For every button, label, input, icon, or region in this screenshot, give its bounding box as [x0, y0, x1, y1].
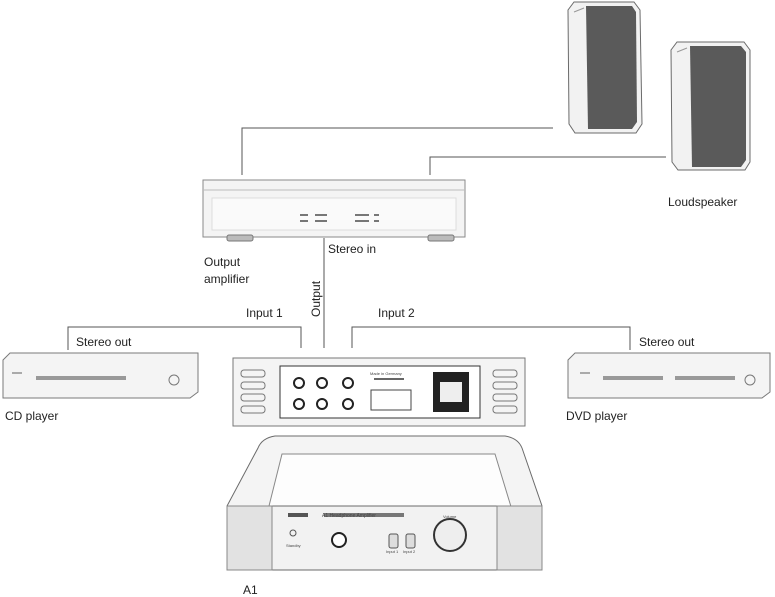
line-amp-to-speaker-2	[429, 156, 666, 175]
dvd-player-label: DVD player	[566, 409, 628, 423]
loudspeaker-icon	[670, 41, 751, 171]
cd-player-icon	[2, 352, 199, 399]
output-label: Output	[309, 280, 323, 317]
a1-title-text: A1 Headphone Amplifier	[322, 513, 376, 519]
input1-label: Input 1	[246, 306, 283, 320]
a1-rear-panel-icon	[232, 357, 526, 427]
a1-input2-text: Input 2	[403, 549, 416, 554]
cd-player-label: CD player	[5, 409, 59, 423]
line-amp-to-speaker-1	[241, 127, 553, 175]
output-amplifier-label-line1: Output	[204, 255, 241, 269]
loudspeaker-label: Loudspeaker	[668, 195, 738, 209]
a1-input1-text: Input 1	[386, 549, 399, 554]
a1-front-icon	[226, 435, 543, 571]
dvd-player-icon	[567, 352, 771, 399]
loudspeaker-icon	[567, 1, 643, 134]
connection-lines	[67, 127, 666, 350]
a1-volume-text: Volume	[443, 514, 457, 519]
stereo-in-label: Stereo in	[328, 242, 377, 256]
output-amplifier-label-line2: amplifier	[204, 272, 250, 286]
a1-standby-text: Standby	[286, 543, 301, 548]
input2-label: Input 2	[378, 306, 415, 320]
line-cd-stereo-out	[67, 326, 302, 350]
amplifier-icon	[202, 179, 466, 242]
stereo-out-label-right: Stereo out	[639, 335, 695, 349]
a1-label: A1	[243, 583, 258, 597]
line-dvd-stereo-out	[351, 326, 631, 350]
stereo-out-label-left: Stereo out	[76, 335, 132, 349]
rear-made-in-text: Made in Germany	[370, 371, 402, 376]
